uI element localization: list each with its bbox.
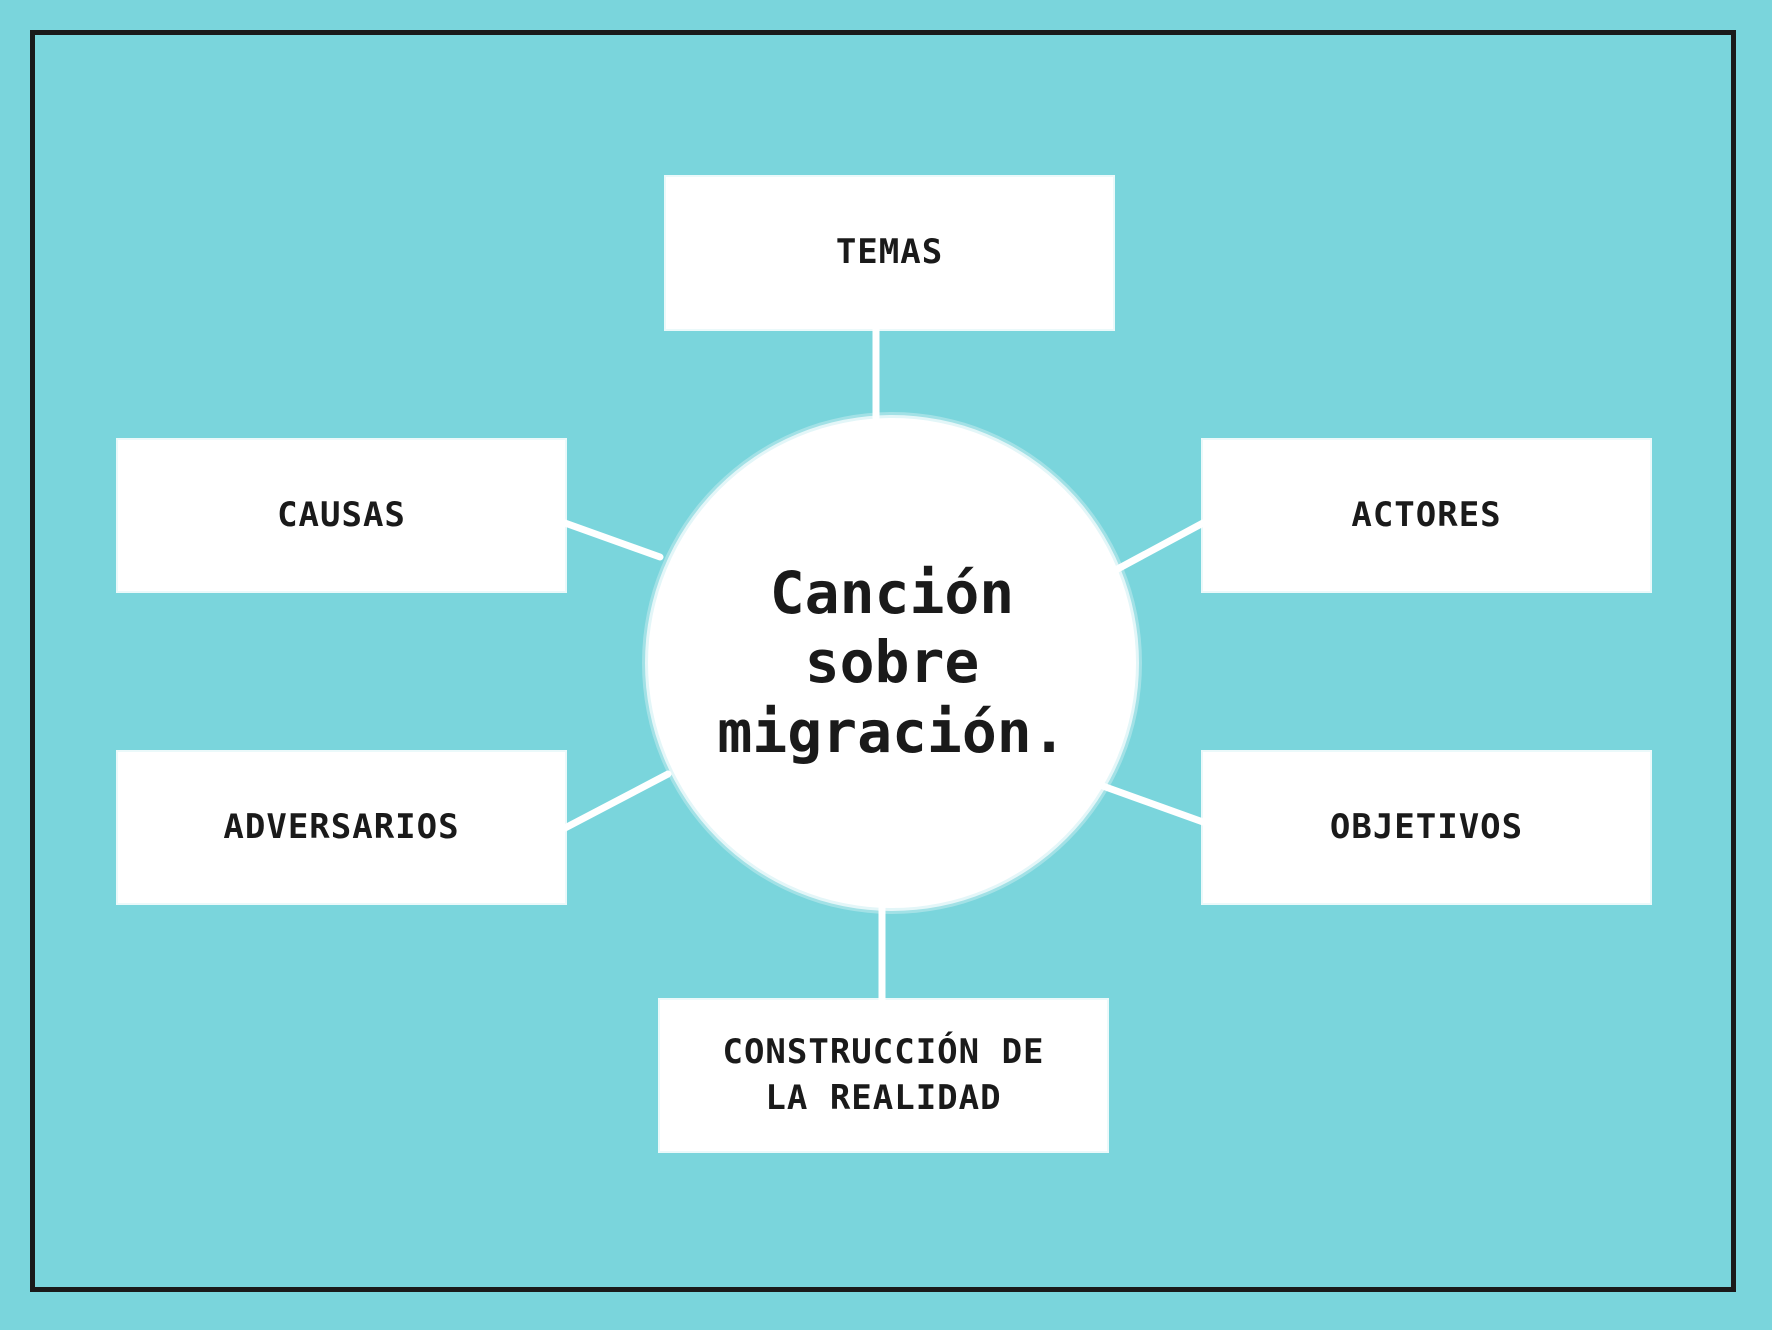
node-construccion-label: CONSTRUCCIÓN DE LA REALIDAD — [722, 1031, 1045, 1118]
connector-actores — [1108, 519, 1207, 576]
node-actores-label: ACTORES — [1351, 494, 1502, 535]
node-causas-label: CAUSAS — [277, 494, 406, 535]
node-objetivos: OBJETIVOS — [1203, 752, 1650, 903]
node-actores: ACTORES — [1203, 440, 1650, 591]
node-objetivos-label: OBJETIVOS — [1329, 806, 1524, 847]
connector-causas — [561, 519, 664, 561]
node-construccion-realidad: CONSTRUCCIÓN DE LA REALIDAD — [660, 1000, 1107, 1151]
center-title: Canción sobre migración. — [717, 558, 1067, 766]
center-node: Canción sobre migración. — [648, 418, 1136, 908]
node-adversarios-label: ADVERSARIOS — [223, 806, 460, 847]
connector-adversarios — [561, 770, 672, 832]
node-temas-label: TEMAS — [835, 232, 944, 273]
node-temas: TEMAS — [666, 177, 1113, 329]
connector-objetivos — [1096, 781, 1207, 826]
node-causas: CAUSAS — [118, 440, 565, 591]
node-adversarios: ADVERSARIOS — [118, 752, 565, 903]
